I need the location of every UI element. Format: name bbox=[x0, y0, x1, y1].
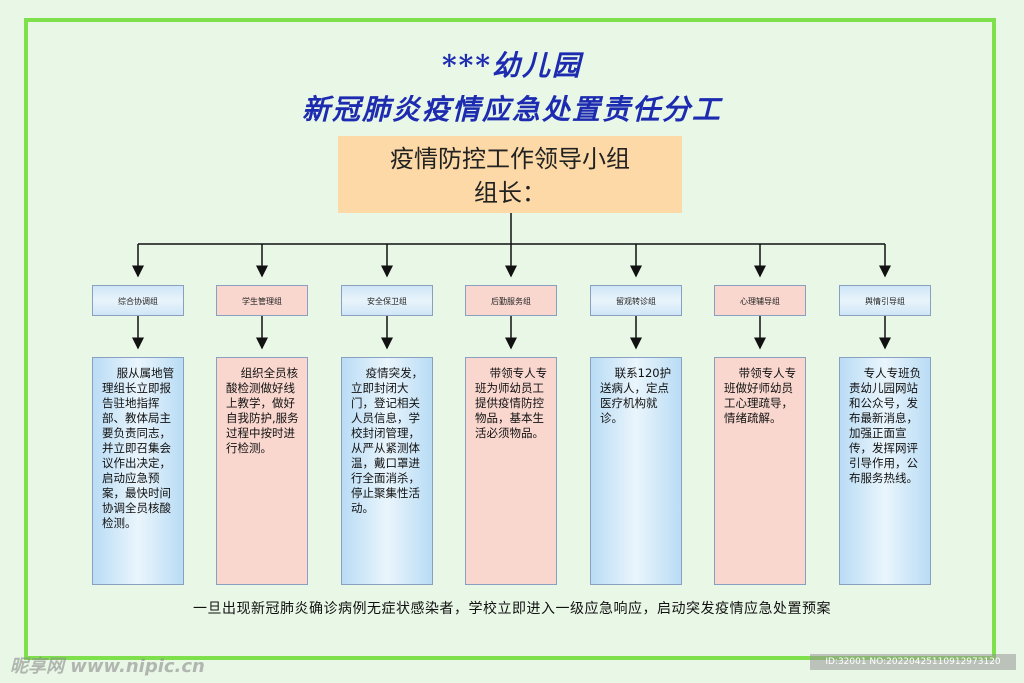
watermark-logo: 昵享网 www.nipic.cn bbox=[10, 656, 205, 677]
group-duty-1: 服从属地管理组长立即报告驻地指挥部、教体局主要负责同志，并立即召集会议作出决定，… bbox=[92, 357, 184, 585]
title-kindergarten: ***幼儿园 bbox=[442, 49, 582, 82]
leader-group-name: 疫情防控工作领导小组 bbox=[390, 145, 630, 173]
green-frame bbox=[24, 18, 996, 660]
group-header-3: 安全保卫组 bbox=[341, 285, 433, 316]
group-duty-2: 组织全员核酸检测做好线上教学，做好自我防护,服务过程中按时进行检测。 bbox=[216, 357, 308, 585]
leader-group-box: 疫情防控工作领导小组 组长： bbox=[338, 136, 682, 213]
watermark-id: ID:32001 NO:20220425110912973120 bbox=[810, 654, 1016, 670]
group-header-2: 学生管理组 bbox=[216, 285, 308, 316]
footer-note: 一旦出现新冠肺炎确诊病例无症状感染者，学校立即进入一级应急响应，启动突发疫情应急… bbox=[193, 601, 831, 617]
group-header-5: 留观转诊组 bbox=[590, 285, 682, 316]
group-duty-6: 带领专人专班做好师幼员工心理疏导，情绪疏解。 bbox=[714, 357, 806, 585]
group-duty-7: 专人专班负责幼儿园网站和公众号，发布最新消息，加强正面宣传，发挥网评引导作用，公… bbox=[839, 357, 931, 585]
title-responsibility: 新冠肺炎疫情应急处置责任分工 bbox=[301, 93, 722, 126]
group-duty-5: 联系120护送病人，定点医疗机构就诊。 bbox=[590, 357, 682, 585]
group-header-6: 心理辅导组 bbox=[714, 285, 806, 316]
group-duty-4: 带领专人专班为师幼员工提供疫情防控物品，基本生活必须物品。 bbox=[465, 357, 557, 585]
group-duty-3: 疫情突发，立即封闭大门，登记相关人员信息，学校封闭管理，从严从紧测体温，戴口罩进… bbox=[341, 357, 433, 585]
group-header-1: 综合协调组 bbox=[92, 285, 184, 316]
group-header-7: 舆情引导组 bbox=[839, 285, 931, 316]
leader-label: 组长： bbox=[474, 179, 546, 207]
group-header-4: 后勤服务组 bbox=[465, 285, 557, 316]
